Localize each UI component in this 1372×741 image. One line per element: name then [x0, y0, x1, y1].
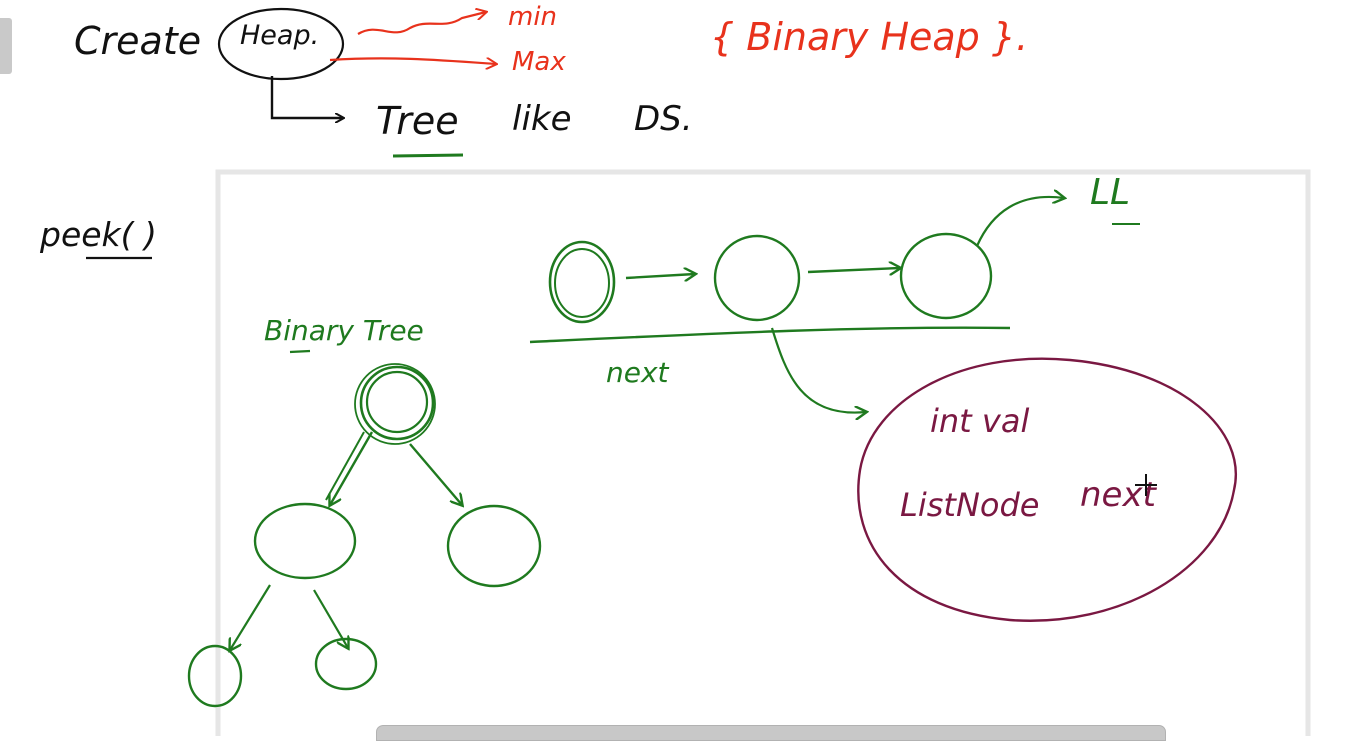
- create-text: Create: [74, 19, 201, 63]
- max-text: Max: [512, 47, 566, 77]
- node-detail-arrow: [770, 327, 866, 413]
- tree-root-node: [359, 365, 435, 441]
- tree-underline: [392, 153, 464, 158]
- heap-to-tree-arrow: [270, 76, 343, 118]
- binary-tree-label: Binary Tree: [264, 314, 424, 347]
- tree-root-node-inner: [365, 370, 429, 434]
- ll-label: LL: [1090, 172, 1130, 213]
- list-node-text: ListNode: [900, 486, 1039, 524]
- ll-tail-arrow: [975, 197, 1064, 247]
- peek-text: peek( ): [39, 215, 157, 254]
- tree-root-node-ring: [354, 363, 436, 445]
- tree-edge-left-2: [325, 431, 365, 501]
- binary-tree-underline: [289, 349, 311, 354]
- heap-text: Heap.: [240, 20, 319, 51]
- next-label: next: [606, 356, 670, 389]
- tree-left-node: [253, 502, 357, 580]
- ll-baseline: [529, 326, 1011, 344]
- next-field-text: next: [1080, 475, 1158, 515]
- list-node-circle: [857, 357, 1237, 622]
- tree-leaf-left-node: [187, 644, 243, 708]
- ll-arrow-2: [807, 268, 900, 272]
- tree-text: Tree: [376, 99, 459, 143]
- tree-edge-left: [330, 431, 374, 505]
- min-arrow: [357, 12, 486, 35]
- ll-node-1: [548, 240, 616, 324]
- ll-node-3: [899, 232, 993, 320]
- drawing-frame: [215, 169, 1311, 736]
- bottom-toolbar-handle[interactable]: [376, 725, 1166, 741]
- ll-arrow-1: [625, 274, 695, 278]
- cursor-crosshair-icon: [1135, 474, 1157, 496]
- ll-node-1-inner: [554, 248, 610, 318]
- min-text: min: [508, 2, 557, 32]
- side-panel-tab[interactable]: [0, 18, 12, 74]
- int-val-text: int val: [930, 402, 1029, 440]
- tree-leaf-right-node: [314, 637, 378, 691]
- like-text: like: [512, 99, 572, 139]
- tree-edge-right: [409, 443, 462, 505]
- max-arrow: [329, 57, 496, 64]
- ll-node-2: [713, 234, 801, 322]
- tree-edge-left-left: [230, 584, 271, 650]
- tree-right-node: [446, 504, 542, 588]
- heap-circle: [217, 7, 345, 81]
- ds-text: DS.: [634, 99, 693, 139]
- binary-heap-text: { Binary Heap }.: [710, 15, 1028, 59]
